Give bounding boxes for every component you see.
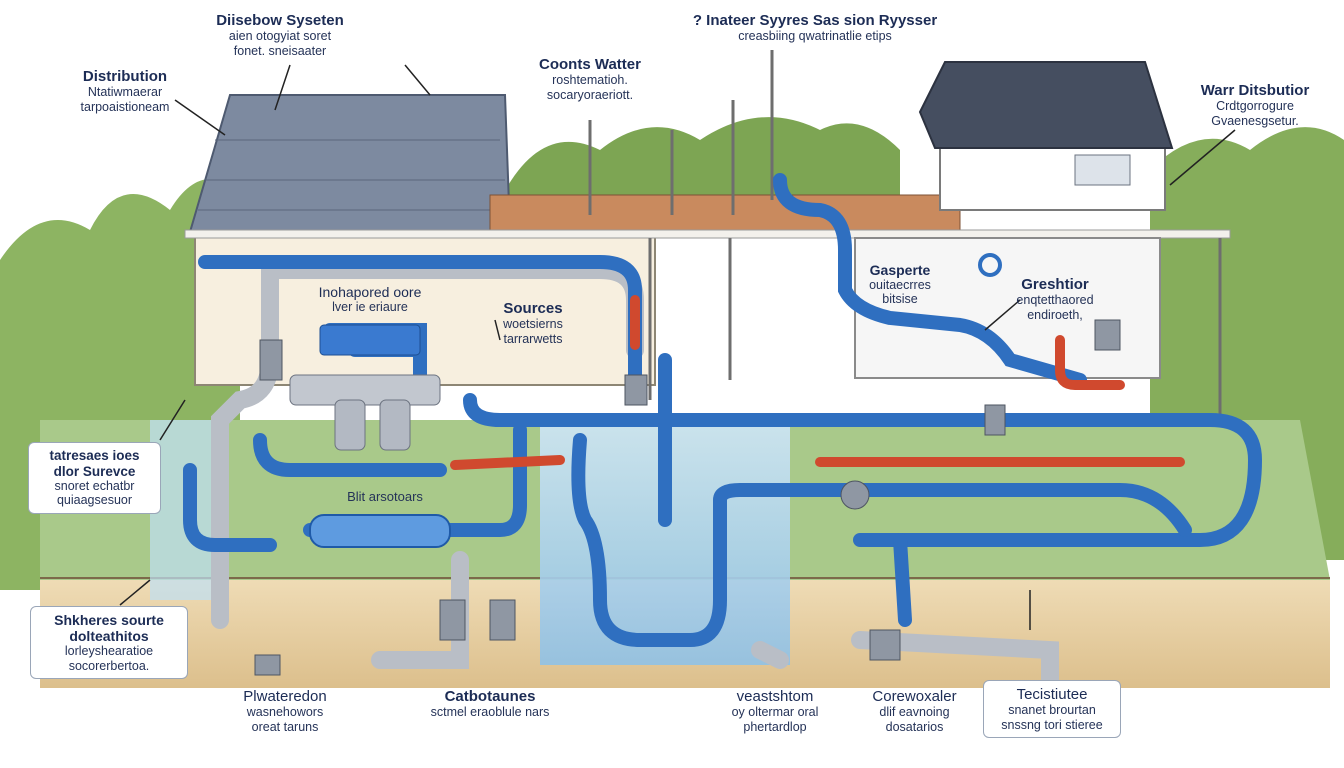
label-title: Diisebow Syseten <box>216 12 344 29</box>
label-sub: oreat taruns <box>251 719 319 734</box>
label-sub: fonet. sneisaater <box>233 43 327 58</box>
label-counts-water: Coonts Watter roshtematioh. socaryoraeri… <box>520 56 660 102</box>
label-sub: tarpoaistioneam <box>80 99 170 114</box>
label-title: Greshtior <box>1021 276 1089 293</box>
main-tank <box>309 514 451 548</box>
label-title: Gasperte <box>869 262 931 278</box>
label-sub: snssng tori stieree <box>1001 717 1103 732</box>
label-sub: tarrarwetts <box>503 331 563 346</box>
label-sub: Gvaenesgsetur. <box>1211 113 1299 128</box>
leader-lines <box>119 64 1236 630</box>
label-title: dlor Surevce <box>53 463 136 479</box>
label-sub: dosatarios <box>885 719 944 734</box>
label-title: Inohapored oore <box>318 284 422 300</box>
label-coreworaler: Corewoxaler dlif eavnoing dosatarios <box>852 688 977 734</box>
label-catbotaines: Catbotaunes sctmel eraoblule nars <box>400 688 580 720</box>
valves <box>254 319 1121 676</box>
label-title: Shkheres sourte <box>54 612 164 628</box>
label-title: tatresaes ioes <box>49 448 140 463</box>
label-sub: bitsise <box>882 292 918 307</box>
label-distribution: Distribution Ntatiwmaerar tarpoaistionea… <box>50 68 200 114</box>
label-sub: sctmel eraoblule nars <box>430 705 550 720</box>
label-sub: lorleyshearatioe <box>64 644 154 659</box>
support-posts <box>588 50 1222 420</box>
label-sub: snoret echatbr <box>54 479 135 494</box>
label-title: Tecistiutee <box>1016 686 1088 703</box>
label-title: Sources <box>503 300 563 317</box>
label-title: Warr Ditsbutior <box>1200 82 1310 99</box>
label-indoor: Inohapored oore lver ie eriaure <box>295 284 445 314</box>
label-system-title: Diisebow Syseten aien otogyiat soret fon… <box>180 12 380 58</box>
label-sub: woetsierns <box>503 317 563 332</box>
label-sub: lver ie eriaure <box>332 300 408 315</box>
label-greshtior: Greshtior enqtetthaored endiroeth, <box>995 276 1115 322</box>
red-pipes <box>450 295 1185 470</box>
label-box-tecistiutee: Tecistiutee snanet brourtan snssng tori … <box>983 680 1121 738</box>
label-sub: roshtematioh. <box>552 73 628 88</box>
label-sub: socaryoraeriott. <box>546 87 634 102</box>
label-sub: aien otogyiat soret <box>228 29 332 44</box>
label-sub: dlif eavnoing <box>879 705 950 720</box>
label-sub: ouitaecrres <box>869 278 931 293</box>
label-title: ? Inateer Syyres Sas sion Ryysser <box>692 12 938 29</box>
label-box-water-sources: tatresaes ioes dlor Surevce snoret echat… <box>28 442 161 514</box>
filter-unit <box>289 324 441 451</box>
label-title: Coonts Watter <box>539 56 641 73</box>
label-water-distribution: Warr Ditsbutior Crdtgorrogure Gvaenesgse… <box>1180 82 1330 128</box>
label-title: Corewoxaler <box>872 688 957 705</box>
label-sources: Sources woetsierns tarrarwetts <box>478 300 588 346</box>
label-title: Plwateredon <box>243 688 327 705</box>
label-title: dolteathitos <box>69 628 149 645</box>
label-sub: snanet brourtan <box>1008 703 1096 718</box>
label-sub: Blit arsotoars <box>347 489 423 504</box>
label-water-system-main: ? Inateer Syyres Sas sion Ryysser creasb… <box>660 12 970 44</box>
label-sub: oy oltermar oral <box>731 705 819 720</box>
label-sub: enqtetthaored <box>1016 293 1094 308</box>
label-sub: creasbiing qwatrinatlie etips <box>738 29 892 44</box>
label-plwaterdon: Plwateredon wasnehowors oreat taruns <box>220 688 350 734</box>
label-title: Distribution <box>82 68 168 85</box>
label-box-sheltered: Shkheres sourte dolteathitos lorleyshear… <box>30 606 188 679</box>
right-house <box>854 61 1174 379</box>
label-sub: phertardlop <box>743 719 807 734</box>
label-blit: Blit arsotoars <box>320 489 450 505</box>
label-gasperto: Gasperte ouitaecrres bitsise <box>850 262 950 307</box>
label-sub: Ntatiwmaerar <box>87 85 163 100</box>
blue-pipes <box>183 173 1263 647</box>
label-sub: wasnehowors <box>246 705 324 720</box>
label-sub: quiaagsesuor <box>56 493 133 508</box>
label-sub: socorerbertoa. <box>68 658 150 673</box>
label-title: veastshtom <box>736 688 814 705</box>
label-sub: Crdtgorrogure <box>1216 99 1294 114</box>
label-title: Catbotaunes <box>444 688 536 705</box>
label-veastshtem: veastshtom oy oltermar oral phertardlop <box>705 688 845 734</box>
label-sub: endiroeth, <box>1027 307 1083 322</box>
